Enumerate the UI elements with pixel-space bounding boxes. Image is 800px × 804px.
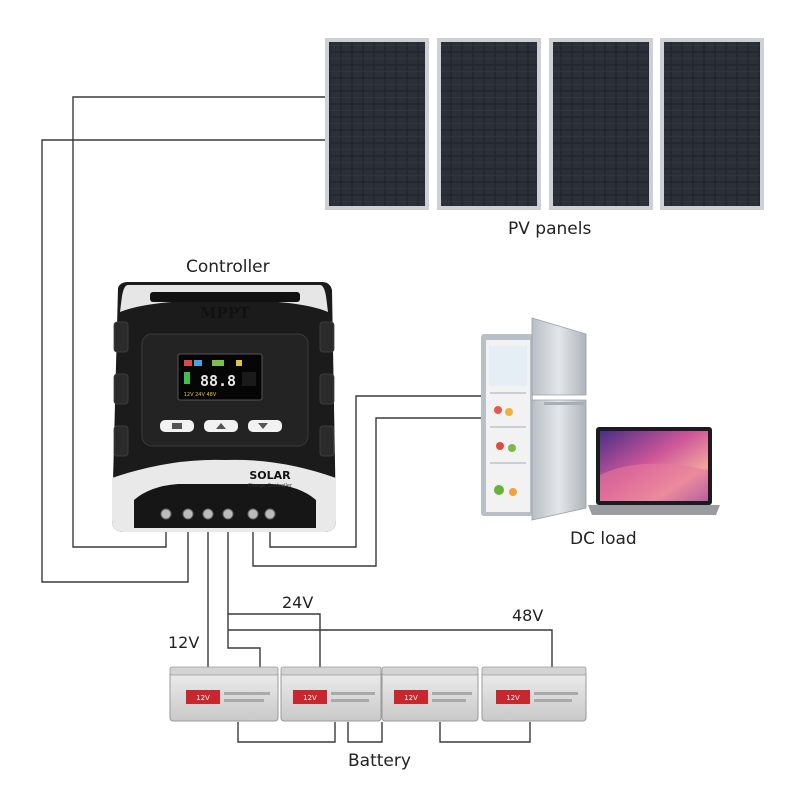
terminal-pv-plus bbox=[160, 508, 172, 520]
controller-terminals bbox=[160, 508, 276, 520]
pv-panel-3 bbox=[549, 38, 653, 210]
mppt-controller bbox=[112, 282, 336, 532]
pv-panel-array bbox=[325, 38, 764, 210]
controller-subtitle: Charge Controller bbox=[248, 483, 293, 489]
terminal-pv-minus bbox=[182, 508, 194, 520]
up-button[interactable] bbox=[204, 420, 238, 432]
menu-icon bbox=[172, 423, 182, 429]
voltage-12v-label: 12V bbox=[168, 633, 200, 652]
controller-button-row bbox=[160, 420, 282, 432]
pv-panel-4 bbox=[660, 38, 764, 210]
battery-3 bbox=[381, 666, 479, 722]
dc-load-label: DC load bbox=[570, 529, 637, 549]
battery-1-label: 12V bbox=[196, 694, 210, 702]
battery-series-link-1 bbox=[237, 722, 336, 743]
lcd-digits: 88.8 bbox=[200, 372, 236, 390]
voltage-24v-label: 24V bbox=[282, 593, 314, 612]
battery-bank bbox=[169, 666, 587, 722]
up-arrow-icon bbox=[216, 423, 226, 429]
terminal-load-plus bbox=[247, 508, 259, 520]
battery-1 bbox=[169, 666, 279, 722]
laptop-icon bbox=[588, 427, 720, 515]
battery-label: Battery bbox=[348, 751, 411, 771]
battery-wire-return bbox=[227, 518, 321, 668]
lcd-voltage-options: 12V 24V 48V bbox=[184, 392, 217, 398]
pv-panel-1 bbox=[325, 38, 429, 210]
battery-2 bbox=[280, 666, 382, 722]
pv-panels-label: PV panels bbox=[508, 219, 592, 239]
down-arrow-icon bbox=[258, 423, 268, 429]
battery-3-label: 12V bbox=[404, 694, 418, 702]
battery-wire-48v bbox=[228, 629, 553, 668]
battery-4-label: 12V bbox=[506, 694, 520, 702]
load-wire-negative bbox=[252, 417, 486, 567]
terminal-load-minus bbox=[264, 508, 276, 520]
terminal-bat-minus bbox=[222, 508, 234, 520]
voltage-48v-label: 48V bbox=[512, 606, 544, 625]
fridge-icon bbox=[481, 317, 587, 521]
terminal-bat-plus bbox=[202, 508, 214, 520]
down-enter-button[interactable] bbox=[248, 420, 282, 432]
battery-wire-24v bbox=[227, 614, 261, 668]
wiring bbox=[41, 96, 553, 743]
battery-series-link-3 bbox=[439, 722, 531, 743]
pv-wire-negative bbox=[41, 139, 330, 583]
pv-panel-2 bbox=[437, 38, 541, 210]
battery-4 bbox=[481, 666, 587, 722]
load-wire-positive bbox=[269, 395, 486, 548]
controller-brand: MPPT bbox=[200, 304, 251, 322]
controller-label: Controller bbox=[186, 257, 270, 277]
pv-wire-positive bbox=[72, 96, 330, 548]
menu-button[interactable] bbox=[160, 420, 194, 432]
battery-2-label: 12V bbox=[303, 694, 317, 702]
battery-series-link-2 bbox=[347, 722, 383, 743]
controller-solar-label: SOLAR bbox=[249, 469, 291, 482]
